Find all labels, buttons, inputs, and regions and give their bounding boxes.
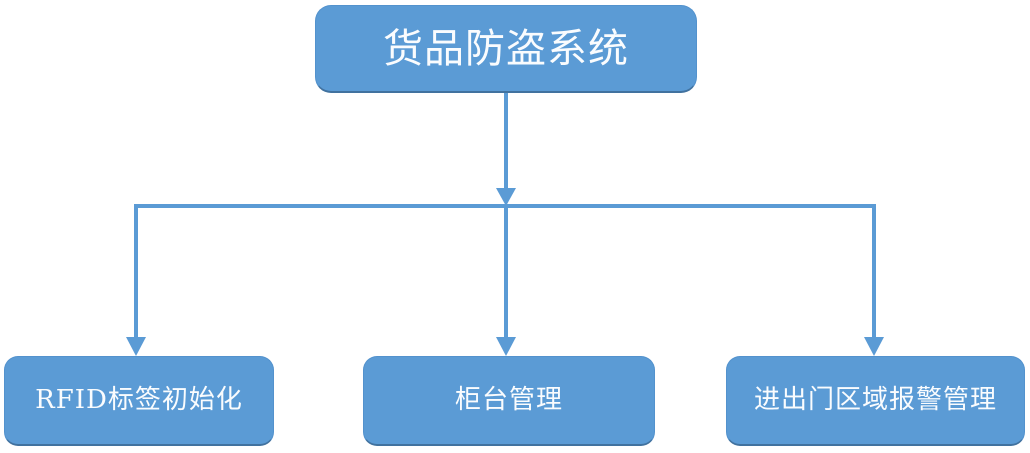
connector-bus-to-leaf-0	[126, 204, 146, 356]
connector-bus-to-leaf-2	[864, 204, 884, 356]
connector-root-to-bus	[496, 93, 516, 206]
connector-bus-to-leaf-1	[496, 204, 516, 356]
leaf-node-counter-management[interactable]: 柜台管理	[363, 356, 655, 446]
leaf-node-gate-area-alarm-management[interactable]: 进出门区域报警管理	[726, 356, 1025, 446]
leaf-node-rfid-tag-initialization[interactable]: RFID标签初始化	[4, 356, 274, 446]
arrowhead-leaf-2-icon	[864, 337, 884, 356]
arrowhead-leaf-1-icon	[496, 337, 516, 356]
root-node[interactable]: 货品防盗系统	[315, 5, 697, 93]
arrowhead-leaf-0-icon	[126, 337, 146, 356]
arrowhead-root-to-bus-icon	[496, 188, 516, 206]
